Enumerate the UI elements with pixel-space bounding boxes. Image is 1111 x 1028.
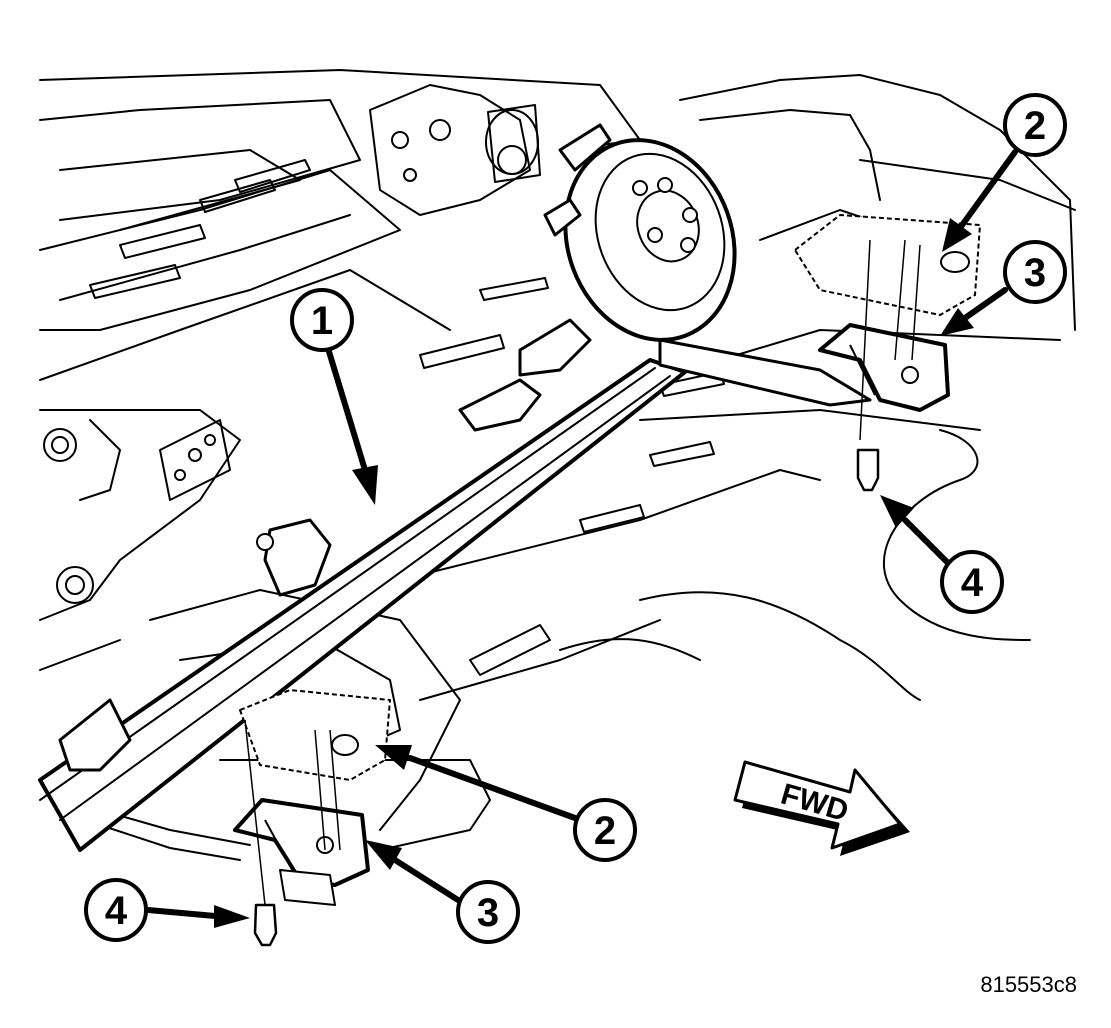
callout-4-right: 4 [940,550,1004,614]
figure-id: 815553c8 [980,972,1077,997]
callout-4-left-label: 4 [105,889,128,933]
fwd-direction-arrow: FWD [733,760,910,856]
leader-3-upper [962,287,1008,321]
bolt-left [253,903,278,947]
callout-1-label: 1 [311,299,333,343]
leader-2-lower [407,755,578,821]
callout-4-right-label: 4 [961,561,984,605]
callouts: 1 2 2 3 3 4 4 [84,93,1067,944]
leader-2-upper [957,149,1018,231]
callout-2-lower-label: 2 [594,809,616,853]
leader-arrows [145,149,1018,928]
brake-hub [563,138,737,342]
rear-axle-assembly [38,123,872,852]
callout-3-lower: 3 [456,880,520,944]
upper-right-bracket-assembly [794,214,981,492]
leader-4-left [145,907,218,919]
callout-1-axle: 1 [290,288,354,352]
leader-4-right [902,517,953,568]
frame-mount-pad-right [794,214,981,316]
callout-3-upper-label: 3 [1024,251,1046,295]
callout-3-lower-label: 3 [477,891,499,935]
fwd-arrow-shape [733,760,902,850]
callout-3-upper-right: 3 [1003,240,1067,304]
callout-2-lower: 2 [573,798,637,862]
axle-tube [38,358,687,852]
leader-3-lower [392,857,461,903]
lower-bracket-assembly [233,689,391,947]
leader-1 [324,342,368,473]
bolt-right [856,448,880,492]
callout-2-upper-label: 2 [1024,104,1046,148]
callout-4-left: 4 [84,878,148,942]
callout-2-upper-right: 2 [1003,93,1067,157]
